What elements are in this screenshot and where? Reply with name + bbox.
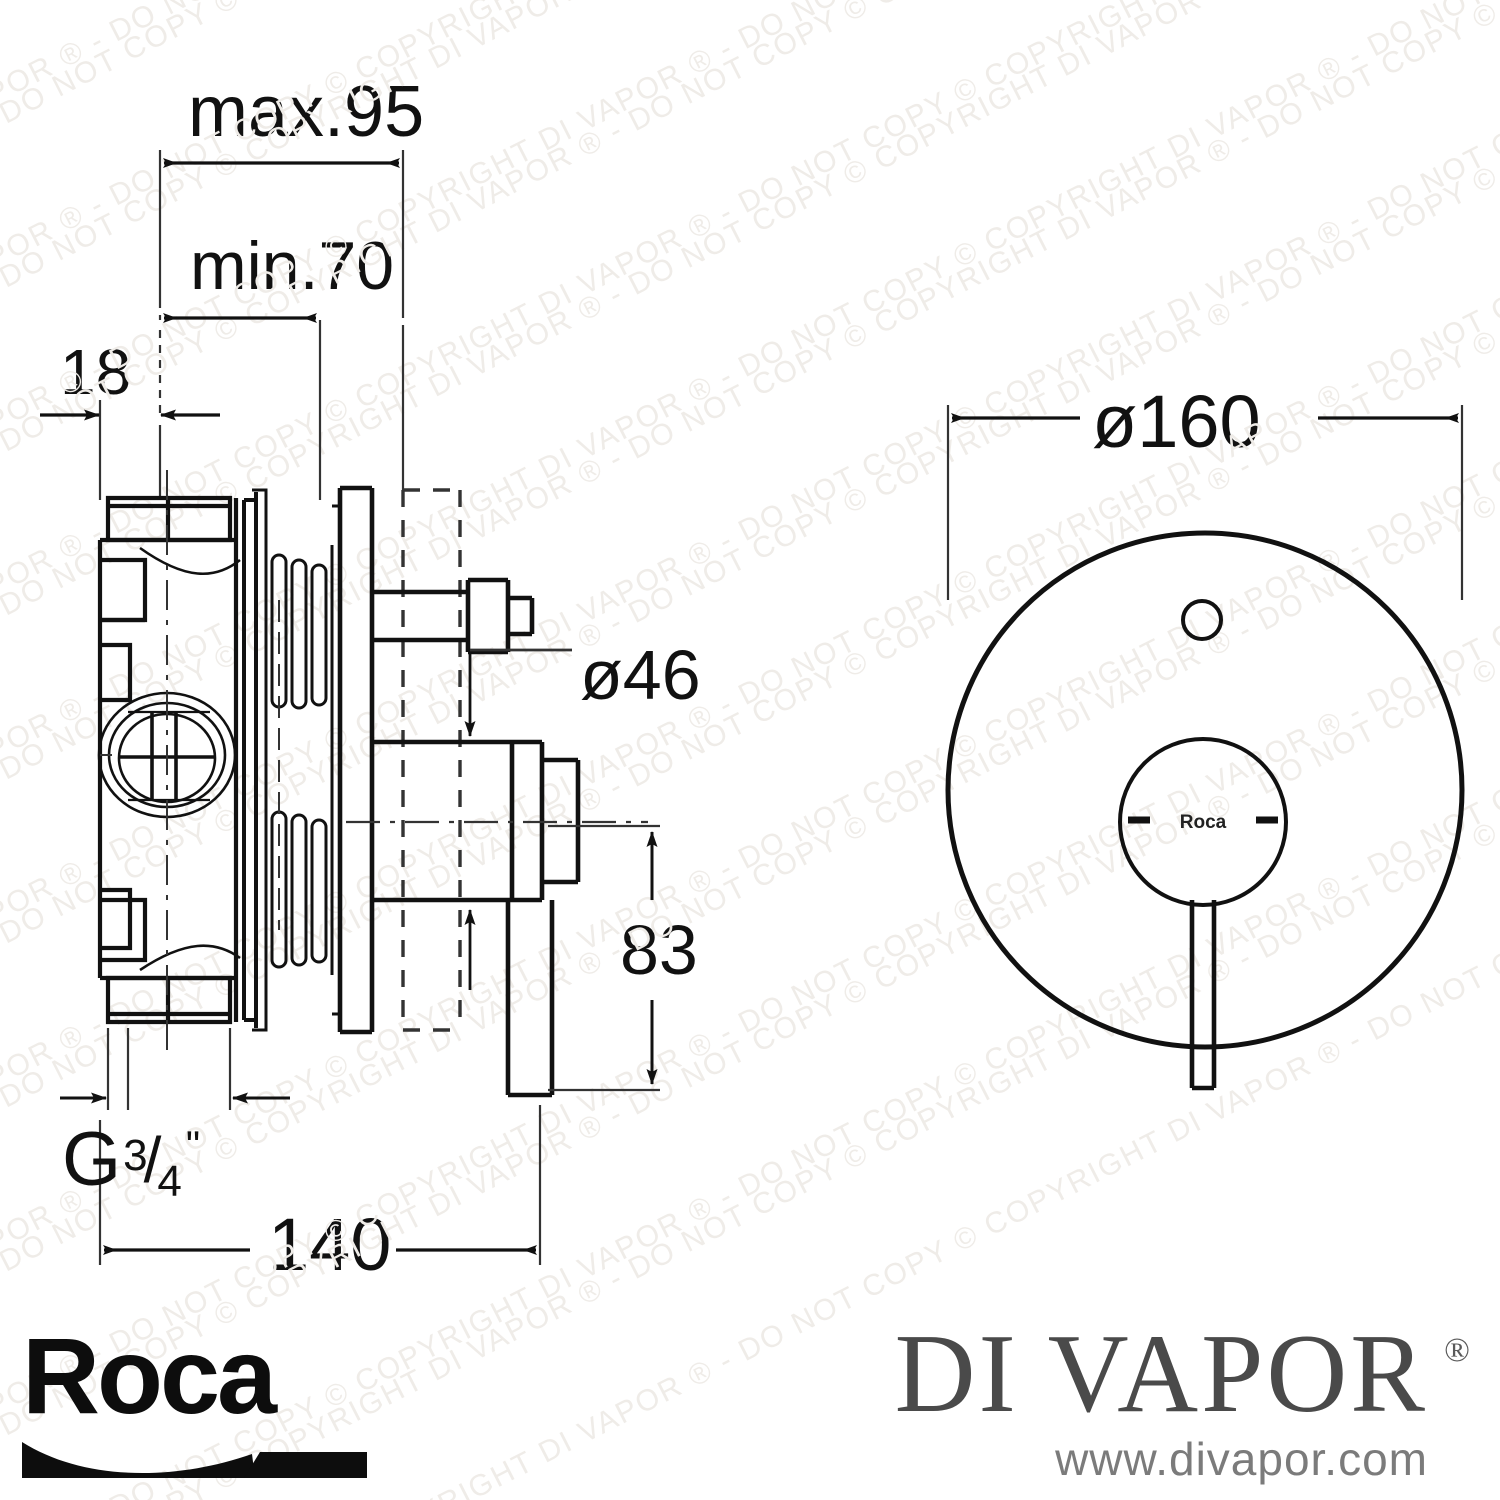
front-plate-outline [945,530,1465,1050]
roca-logo: Roca [22,1315,367,1478]
divapor-logo-text: DI VAPOR [894,1312,1428,1436]
thread-prefix: G [62,1117,122,1202]
thread-slash: / [143,1124,162,1196]
label-min-depth: min.70 [190,228,395,304]
knob-brand-label: Roca [1180,812,1227,833]
label-body-width: 140 [268,1203,392,1286]
roca-logo-text: Roca [22,1315,277,1436]
label-plate-diameter: ø160 [1092,380,1261,463]
label-diverter-diameter: ø46 [580,636,701,714]
label-thread-size: G 3 / 4 " [62,1117,201,1204]
thread-denominator: 4 [157,1157,182,1206]
registered-trademark-icon: ® [1444,1332,1470,1369]
thread-numerator: 3 [123,1131,148,1180]
divapor-logo: DI VAPOR ® www.divapor.com [740,1312,1480,1486]
roca-swoosh-icon [22,1442,367,1478]
indicator-hole [1181,599,1223,641]
label-wall-offset: 18 [60,336,132,408]
label-max-depth: max.95 [188,72,425,152]
thread-unit: " [185,1124,201,1168]
divapor-website-url: www.divapor.com [1055,1433,1428,1485]
label-lever-drop: 83 [620,911,698,989]
footer-logos: Roca DI VAPOR ® www.divapor.com [0,1300,1500,1500]
control-knob-outline [1118,737,1288,907]
